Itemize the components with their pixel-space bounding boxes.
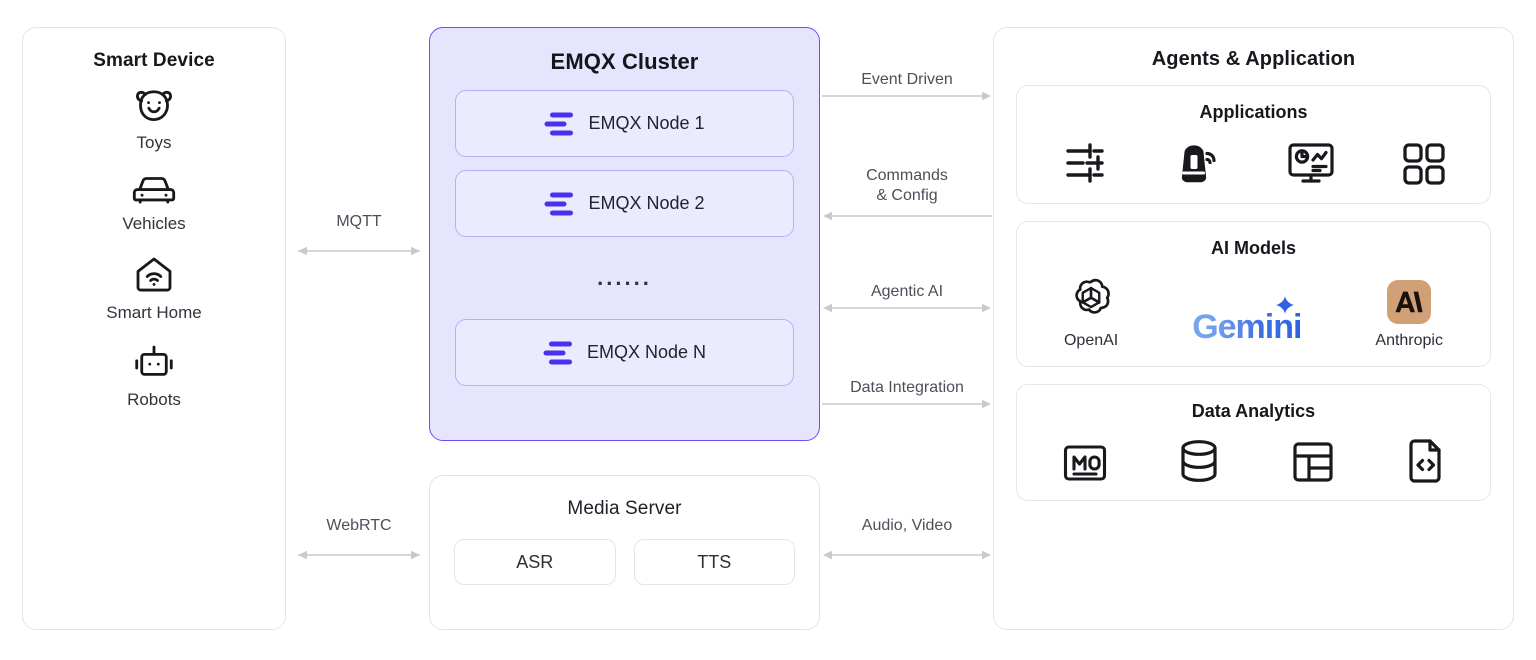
connector-label-event-driven: Event Driven: [861, 71, 953, 88]
smart-device-panel: Smart Device Toys: [22, 27, 286, 630]
data-analytics-title: Data Analytics: [1191, 401, 1316, 421]
device-label-vehicles: Vehicles: [122, 214, 186, 233]
connector-agentic-ai: Agentic AI: [822, 282, 992, 314]
emqx-node-label: EMQX Node 2: [588, 193, 705, 213]
sliders-settings-icon[interactable]: [1060, 139, 1108, 187]
anthropic-caption: Anthropic: [1375, 332, 1443, 349]
applications-icon-row: [1027, 139, 1480, 187]
openai-logo-icon: [1069, 275, 1113, 324]
sparkle-icon: [1276, 296, 1295, 314]
connector-label-commands-config: Commands & Config: [866, 167, 948, 204]
connector-event-driven: Event Driven: [822, 70, 992, 102]
connector-label-agentic-ai: Agentic AI: [870, 283, 944, 300]
nodes-ellipsis: ......: [597, 265, 652, 290]
device-item-smart-home: Smart Home: [106, 254, 202, 323]
smart-device-list: Toys Vehicles: [23, 84, 285, 410]
connector-commands-config: Commands & Config: [822, 166, 992, 222]
applications-group: Applications: [1016, 85, 1491, 204]
data-analytics-group: Data Analytics: [1016, 384, 1491, 501]
arrow-both-icon: [823, 303, 991, 313]
connector-mqtt: MQTT: [290, 212, 428, 258]
message-queue-icon[interactable]: [1062, 442, 1108, 484]
emqx-node-icon: [544, 191, 574, 217]
gemini-wordmark-icon: Gemini: [1192, 296, 1302, 346]
device-label-smart-home: Smart Home: [106, 303, 202, 322]
emqx-node-card[interactable]: EMQX Node N: [455, 319, 794, 386]
arrow-both-icon: [298, 550, 420, 560]
table-grid-icon[interactable]: [1291, 440, 1335, 484]
code-file-icon[interactable]: [1405, 438, 1445, 484]
agents-groups: Applications: [994, 85, 1513, 501]
arrow-left-icon: [823, 211, 992, 221]
openai-model-item[interactable]: OpenAI: [1064, 275, 1118, 350]
emqx-cluster-panel: EMQX Cluster EMQX Node 1: [429, 27, 820, 441]
gemini-model-item[interactable]: Gemini: [1192, 296, 1302, 350]
device-item-vehicles: Vehicles: [122, 173, 186, 234]
data-analytics-icon-row: [1027, 438, 1480, 484]
device-item-robots: Robots: [127, 343, 181, 410]
bear-toy-icon: [132, 84, 176, 126]
emqx-node-card[interactable]: EMQX Node 2: [455, 170, 794, 237]
media-service-asr[interactable]: ASR: [454, 539, 616, 585]
agents-application-panel: Agents & Application Applications: [993, 27, 1514, 630]
arrow-both-icon: [298, 246, 420, 256]
smart-home-icon: [133, 254, 175, 296]
agents-application-title: Agents & Application: [1151, 48, 1356, 70]
dashboard-monitor-icon[interactable]: [1286, 139, 1336, 187]
connector-webrtc: WebRTC: [290, 516, 428, 562]
emqx-node-card[interactable]: EMQX Node 1: [455, 90, 794, 157]
emqx-cluster-title: EMQX Cluster: [550, 49, 699, 74]
emqx-node-icon: [544, 111, 574, 137]
emqx-node-list: EMQX Node 1 EMQX Node 2 ......: [430, 90, 819, 386]
connector-label-webrtc: WebRTC: [326, 517, 392, 534]
connector-label-mqtt: MQTT: [336, 213, 382, 230]
robot-icon: [131, 343, 177, 383]
arrow-right-icon: [822, 399, 991, 409]
anthropic-logo-icon: [1387, 280, 1432, 324]
ai-models-icon-row: OpenAI Gemini: [1027, 275, 1480, 350]
applications-title: Applications: [1199, 102, 1308, 122]
emqx-node-label: EMQX Node N: [586, 342, 707, 362]
media-service-tts[interactable]: TTS: [633, 539, 795, 585]
connector-label-data-integration: Data Integration: [850, 379, 964, 396]
emqx-node-label: EMQX Node 1: [588, 113, 705, 133]
database-icon[interactable]: [1178, 438, 1220, 484]
smart-speaker-wifi-icon[interactable]: [1173, 139, 1221, 187]
ai-models-group: AI Models OpenAI: [1016, 221, 1491, 367]
connector-label-audio-video: Audio, Video: [861, 517, 953, 534]
ai-models-title: AI Models: [1210, 238, 1296, 258]
device-label-toys: Toys: [136, 133, 172, 152]
device-label-robots: Robots: [127, 390, 181, 409]
anthropic-model-item[interactable]: Anthropic: [1375, 280, 1443, 350]
media-server-title: Media Server: [567, 498, 682, 519]
device-item-toys: Toys: [132, 84, 176, 153]
media-service-row: ASR TTS: [430, 539, 819, 585]
gemini-caption: Gemini: [1192, 308, 1302, 346]
arrow-both-icon: [823, 550, 991, 560]
smart-device-title: Smart Device: [93, 50, 215, 71]
arrow-right-icon: [822, 91, 991, 101]
grid-apps-icon[interactable]: [1401, 141, 1447, 187]
media-server-panel: Media Server ASR TTS: [429, 475, 820, 630]
emqx-node-icon: [543, 340, 573, 366]
connector-audio-video: Audio, Video: [822, 516, 992, 562]
car-icon: [131, 173, 177, 207]
connector-data-integration: Data Integration: [822, 378, 992, 410]
openai-caption: OpenAI: [1063, 332, 1119, 349]
